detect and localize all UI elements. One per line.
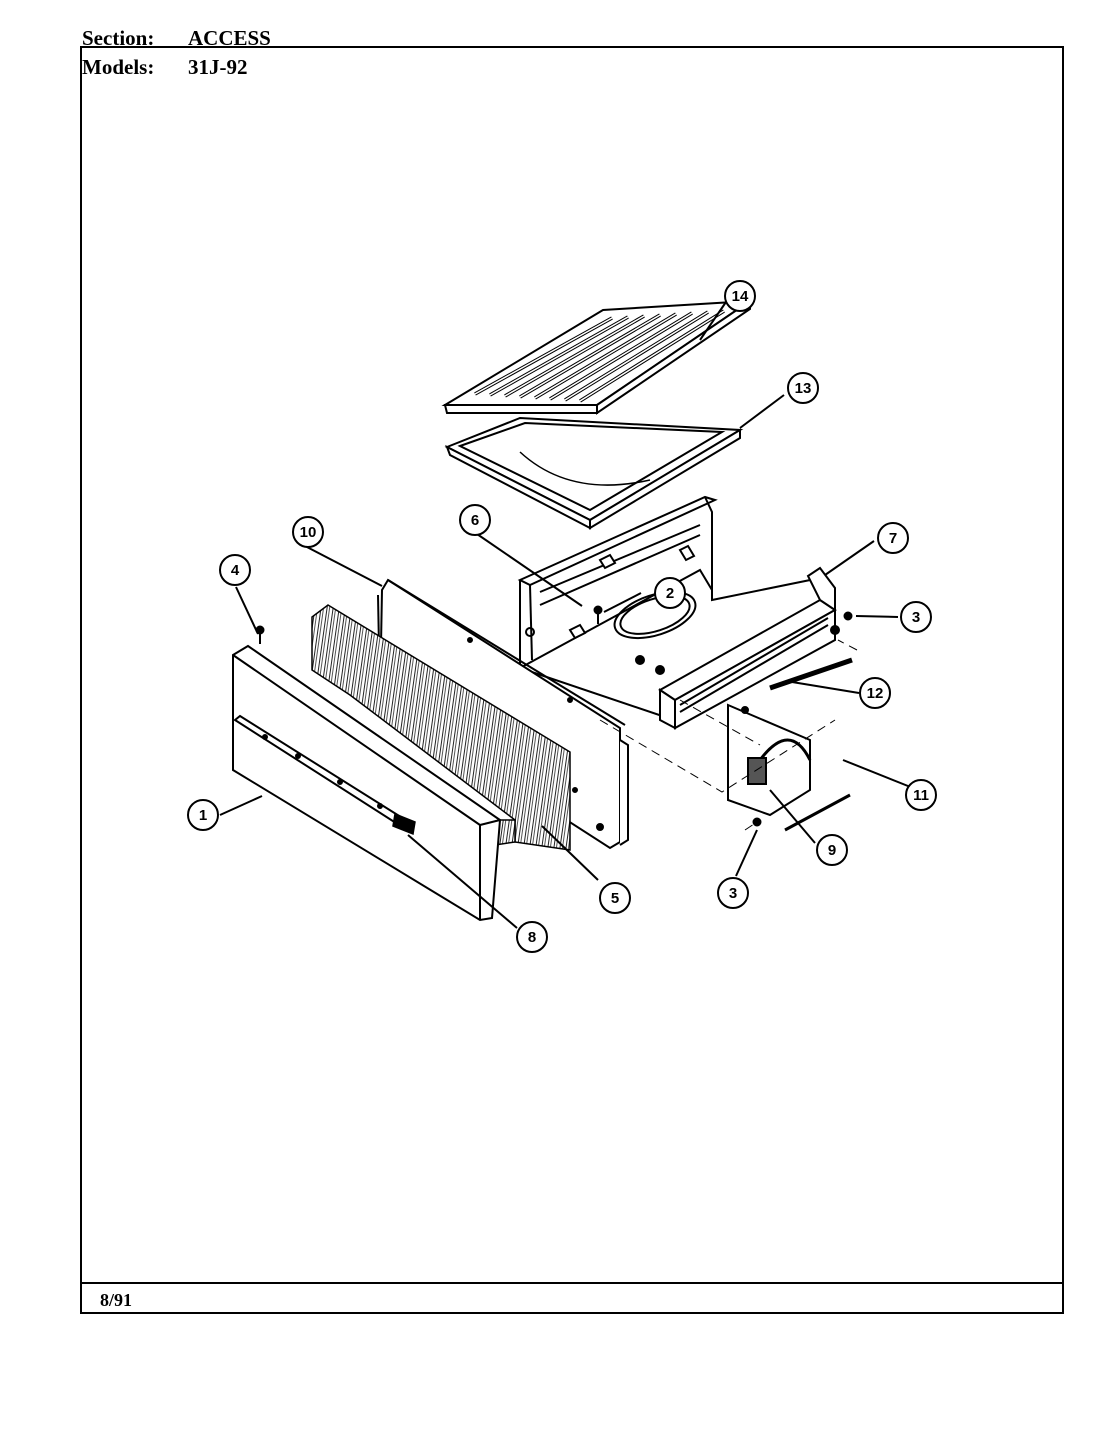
assembly-guides <box>599 639 858 831</box>
diagram-frame <box>80 46 1064 1314</box>
callout-c1: 1 <box>187 799 219 831</box>
section-value: ACCESS <box>188 26 271 50</box>
models-label: Models: <box>82 55 155 79</box>
callout-c7: 7 <box>877 522 909 554</box>
callout-label: 9 <box>828 842 836 859</box>
callouts <box>219 301 914 929</box>
side-bracket <box>727 703 812 817</box>
callout-c13: 13 <box>787 372 819 404</box>
callout-c11: 11 <box>905 779 937 811</box>
callout-c9: 9 <box>816 834 848 866</box>
callout-label: 8 <box>528 929 536 946</box>
broiler-pan-insert <box>441 299 754 415</box>
callout-label: 11 <box>913 787 929 804</box>
callout-c3a: 3 <box>900 601 932 633</box>
callout-label: 4 <box>231 562 240 579</box>
drawer-insulation <box>311 604 571 851</box>
callout-c8: 8 <box>516 921 548 953</box>
callout-c10: 10 <box>292 516 324 548</box>
callout-label: 13 <box>795 380 812 397</box>
callout-c6: 6 <box>459 504 491 536</box>
broiler-drawer <box>517 495 840 730</box>
callout-label: 1 <box>199 807 207 824</box>
callout-label: 6 <box>471 512 479 529</box>
models-value: 31J-92 <box>188 55 248 79</box>
callout-label: 7 <box>889 530 897 547</box>
section-label: Section: <box>82 26 155 50</box>
callout-label: 3 <box>729 885 737 902</box>
callout-c3b: 3 <box>717 877 749 909</box>
callout-label: 2 <box>666 585 674 602</box>
fasteners <box>255 605 853 827</box>
callout-label: 10 <box>300 524 317 541</box>
callout-c5: 5 <box>599 882 631 914</box>
callout-label: 12 <box>867 685 884 702</box>
drawer-front-panel <box>232 644 502 922</box>
callout-label: 5 <box>611 890 619 907</box>
broiler-pan <box>444 416 744 530</box>
callout-c4: 4 <box>219 554 251 586</box>
callout-label: 14 <box>732 288 749 305</box>
callout-label: 3 <box>912 609 920 626</box>
slide-rod <box>769 657 853 832</box>
callout-c2: 2 <box>654 577 686 609</box>
handle-bracket <box>392 812 416 836</box>
callout-c12: 12 <box>859 677 891 709</box>
footer-divider <box>80 1282 1064 1284</box>
footer-date: 8/91 <box>100 1290 133 1310</box>
callout-c14: 14 <box>724 280 756 312</box>
